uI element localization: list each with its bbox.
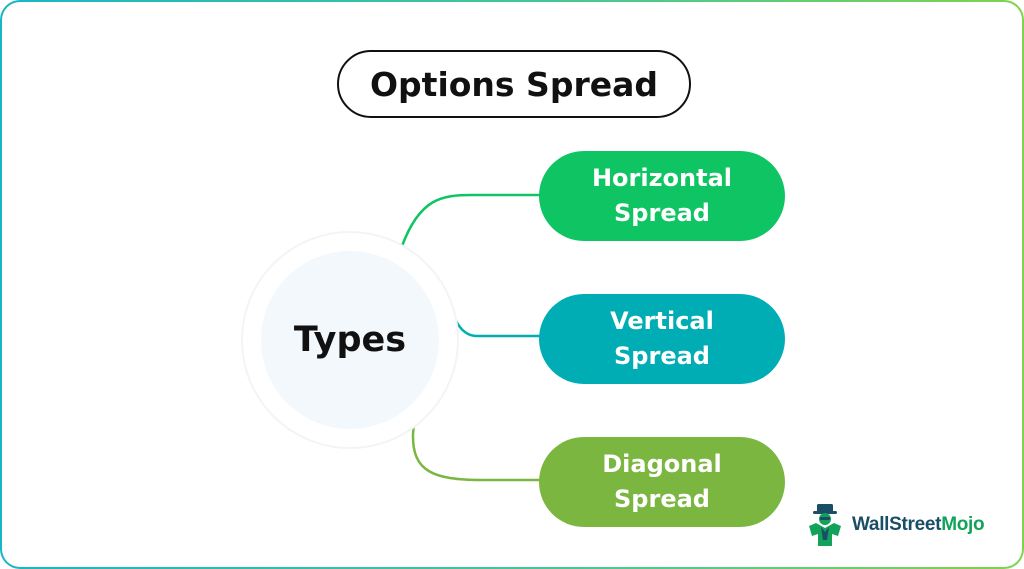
connector-horizontal: [400, 193, 540, 247]
horizontal-spread-node[interactable]: Horizontal Spread: [539, 151, 785, 241]
types-circle: Types: [261, 251, 439, 429]
vertical-spread-line1: Vertical: [610, 307, 714, 335]
horizontal-spread-line1: Horizontal: [591, 164, 733, 192]
wallstreetmojo-logo: WallStreetMojo: [804, 502, 985, 548]
logo-text-part2: Mojo: [941, 514, 985, 535]
diagonal-spread-line1: Diagonal: [602, 450, 722, 478]
vertical-spread-node[interactable]: Vertical Spread: [539, 294, 785, 384]
mojo-mascot-icon: [809, 504, 841, 546]
logo-wordmark: WallStreetMojo: [852, 514, 985, 536]
diagonal-spread-line2: Spread: [614, 485, 710, 513]
diagram-title: Options Spread: [337, 50, 691, 118]
vertical-spread-line2: Spread: [614, 342, 710, 370]
horizontal-spread-line2: Spread: [614, 199, 710, 227]
diagonal-spread-node[interactable]: Diagonal Spread: [539, 437, 785, 527]
logo-text-part1: WallStreet: [852, 514, 942, 535]
